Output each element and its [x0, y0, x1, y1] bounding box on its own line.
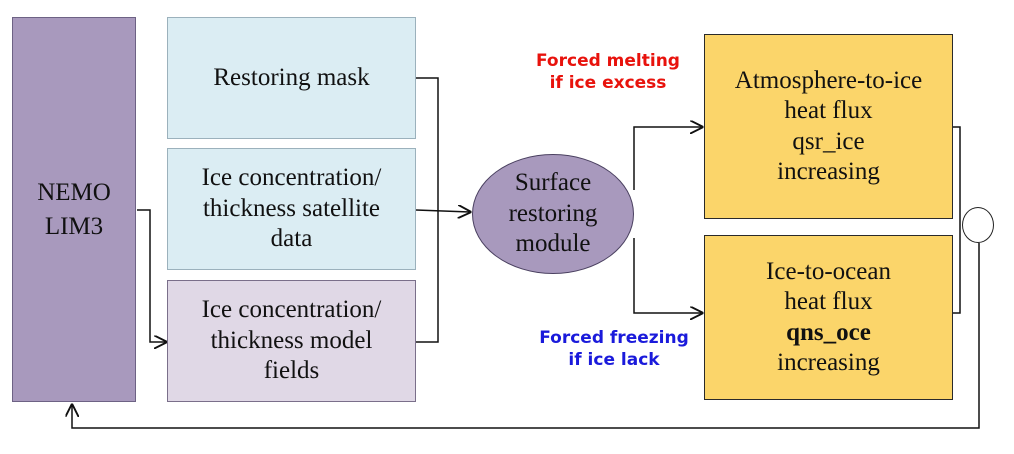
module-line-2: restoring — [508, 199, 598, 227]
atm-to-ice-flux-box: Atmosphere-to-ice heat flux qsr_ice incr… — [704, 34, 953, 219]
model-fields-line-1: Ice concentration/ — [201, 296, 382, 324]
ocean-flux-line-2: heat flux — [784, 288, 873, 315]
model-fields-line-2: thickness model — [210, 326, 373, 354]
ice-to-ocean-flux-box: Ice-to-ocean heat flux qns_oce increasin… — [704, 235, 953, 400]
satellite-data-line-2: thickness satellite — [202, 194, 381, 222]
restoring-mask-box: Restoring mask — [167, 17, 416, 139]
line-ocean-flux-to-sum — [953, 225, 961, 314]
atm-flux-line-4: increasing — [777, 158, 880, 185]
arrow-module-to-atm-flux — [633, 127, 702, 190]
module-line-3: module — [515, 230, 591, 258]
summation-circle — [962, 207, 994, 243]
atm-flux-line-3: qsr_ice — [792, 127, 865, 155]
satellite-data-line-3: data — [270, 225, 313, 253]
ocean-flux-line-4: increasing — [777, 349, 880, 376]
model-fields-box: Ice concentration/ thickness model field… — [167, 280, 416, 402]
atm-flux-line-2: heat flux — [784, 97, 873, 124]
arrow-feedback-to-nemo — [72, 243, 980, 429]
forced-freezing-line-2: if ice lack — [568, 350, 660, 371]
ocean-flux-line-1: Ice-to-ocean — [766, 257, 891, 285]
line-atm-flux-to-sum — [953, 126, 961, 225]
nemo-lim3-box: NEMO LIM3 — [12, 17, 136, 402]
forced-melting-line-2: if ice excess — [549, 73, 667, 94]
forced-freezing-line-1: Forced freezing — [539, 328, 689, 348]
forced-freezing-label: Forced freezing if ice lack — [522, 327, 706, 371]
ocean-flux-line-3: qns_oce — [786, 318, 871, 346]
satellite-data-box: Ice concentration/ thickness satellite d… — [167, 148, 416, 270]
forced-melting-line-1: Forced melting — [536, 51, 680, 71]
module-line-1: Surface — [514, 169, 592, 197]
surface-restoring-module: Surface restoring module — [472, 154, 634, 274]
atm-flux-line-1: Atmosphere-to-ice — [734, 66, 923, 94]
line-mask-collector — [416, 77, 439, 343]
model-fields-line-3: fields — [263, 357, 320, 385]
satellite-data-line-1: Ice concentration/ — [201, 164, 382, 192]
nemo-line-1: NEMO — [37, 178, 111, 206]
arrow-module-to-ocean-flux — [633, 238, 702, 313]
nemo-line-2: LIM3 — [44, 212, 104, 240]
arrow-nemo-to-model — [137, 209, 166, 342]
forced-melting-label: Forced melting if ice excess — [518, 50, 698, 94]
restoring-mask-label: Restoring mask — [213, 63, 370, 91]
arrow-satellite-to-module — [415, 210, 470, 212]
